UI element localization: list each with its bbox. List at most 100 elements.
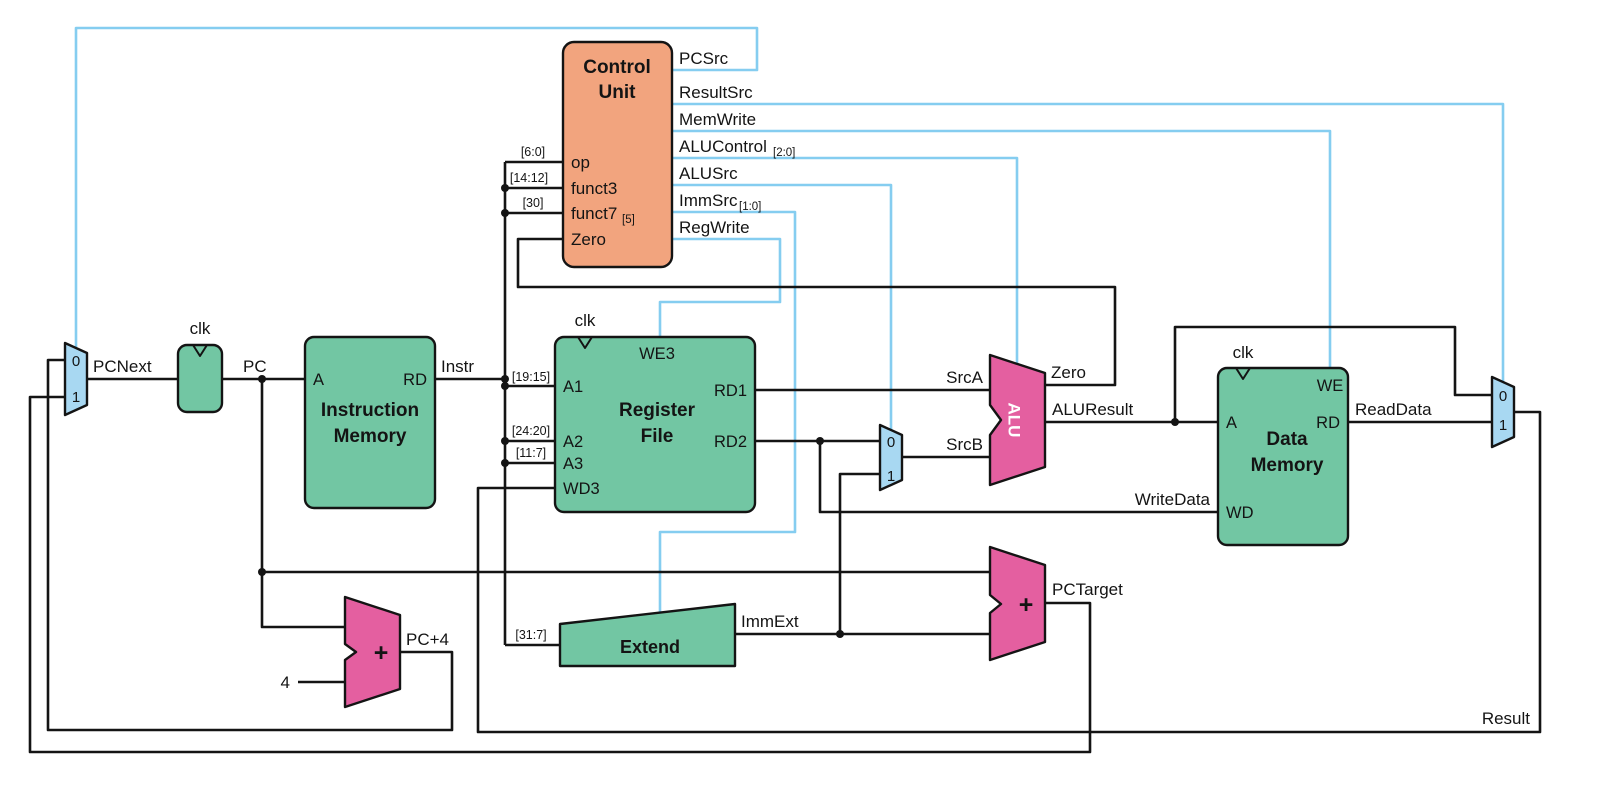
junction-dot — [501, 437, 509, 445]
junction-dot — [258, 375, 266, 383]
wire-pctarget — [28, 395, 1092, 754]
pin-imem-a: A — [313, 371, 324, 389]
control-unit-block — [561, 40, 674, 269]
label-pc: PC — [243, 357, 267, 376]
result-mux — [1490, 375, 1516, 449]
junction-dot — [501, 375, 509, 383]
wire-writedata — [818, 441, 1218, 514]
pin-funct7: funct7 — [571, 204, 617, 223]
pcnext-mux-input-1: 1 — [72, 389, 80, 406]
pin-imem-rd: RD — [403, 371, 427, 389]
label-instr: Instr — [441, 357, 474, 376]
wire-pc-branch-to-adders — [260, 379, 345, 629]
label-srca: SrcA — [946, 368, 984, 387]
pcnext-mux — [63, 341, 89, 417]
result-mux-input-1: 1 — [1499, 417, 1507, 434]
register-file-block — [553, 335, 757, 514]
label-alusrc: ALUSrc — [679, 164, 738, 183]
instruction-memory-title-line2: Memory — [334, 426, 407, 447]
result-mux-input-0: 0 — [1499, 388, 1507, 405]
labels: Control Unit PCSrc ResultSrc MemWrite AL… — [72, 49, 1530, 728]
label-aluresult: ALUResult — [1052, 400, 1134, 419]
pin-funct3: funct3 — [571, 179, 617, 198]
srcb-mux-input-0: 0 — [887, 434, 895, 451]
label-clk-pc: clk — [190, 319, 211, 338]
data-memory-block — [1216, 366, 1350, 547]
pin-dmem-a: A — [1226, 414, 1237, 432]
clock-edge-triangle-datamem-icon — [1235, 367, 1251, 380]
label-srcb: SrcB — [946, 435, 983, 454]
label-alucontrol: ALUControl — [679, 137, 767, 156]
pin-rd1: RD1 — [714, 382, 747, 400]
label-readdata: ReadData — [1355, 400, 1432, 419]
alu-title: ALU — [1005, 403, 1024, 438]
junction-dot — [501, 459, 509, 467]
pin-zero-input: Zero — [571, 230, 606, 249]
control-unit-title-line1: Control — [583, 57, 651, 78]
label-zero: Zero — [1051, 363, 1086, 382]
junction-dots — [258, 184, 1179, 638]
instruction-memory-block — [303, 335, 437, 510]
wire-regwrite — [658, 237, 782, 337]
label-writedata: WriteData — [1135, 490, 1211, 509]
slice-imm: [31:7] — [515, 628, 546, 642]
label-pcplus4: PC+4 — [406, 630, 449, 649]
label-pcsrc: PCSrc — [679, 49, 729, 68]
label-alucontrol-subscript: [2:0] — [773, 147, 795, 159]
wire-result — [476, 410, 1542, 734]
label-clk-regfile: clk — [575, 311, 596, 330]
pin-dmem-rd: RD — [1316, 414, 1340, 432]
wire-memwrite — [672, 129, 1332, 368]
pin-wd3: WD3 — [563, 480, 600, 498]
data-memory-title-line2: Memory — [1251, 455, 1324, 476]
srcb-mux-input-1: 1 — [887, 468, 895, 485]
label-immsrc-subscript: [1:0] — [739, 201, 761, 213]
register-file-title-line2: File — [641, 426, 674, 447]
label-pcnext: PCNext — [93, 357, 152, 376]
junction-dot — [1171, 418, 1179, 426]
label-clk-datamem: clk — [1233, 343, 1254, 362]
slice-a1: [19:15] — [512, 370, 550, 384]
pin-a2: A2 — [563, 433, 583, 451]
label-immext: ImmExt — [741, 612, 799, 631]
pin-funct7-subscript: [5] — [622, 214, 635, 226]
pin-we3: WE3 — [639, 345, 675, 363]
pctarget-adder — [988, 545, 1047, 662]
clock-edge-triangle-pc-icon — [192, 344, 208, 357]
control-wires — [74, 26, 1505, 613]
label-memwrite: MemWrite — [679, 110, 756, 129]
wire-immsrc — [658, 210, 797, 613]
wire-zero-feedback — [516, 237, 1117, 387]
pcplus4-adder — [343, 595, 402, 709]
junction-dot — [501, 184, 509, 192]
junction-dot — [258, 568, 266, 576]
wire-immext-to-srcb-mux — [838, 472, 880, 634]
slice-a2: [24:20] — [512, 424, 550, 438]
slice-op: [6:0] — [521, 145, 545, 159]
pin-dmem-we: WE — [1317, 377, 1344, 395]
pin-a3: A3 — [563, 455, 583, 473]
data-memory-title-line1: Data — [1266, 429, 1308, 450]
label-regwrite: RegWrite — [679, 218, 750, 237]
wire-resultsrc — [672, 102, 1505, 382]
clock-edge-triangle-regfile-icon — [577, 336, 593, 349]
wire-alucontrol — [672, 156, 1019, 364]
junction-dot — [501, 209, 509, 217]
slice-funct7: [30] — [523, 196, 544, 210]
pin-dmem-wd: WD — [1226, 504, 1254, 522]
label-resultsrc: ResultSrc — [679, 83, 753, 102]
pin-op: op — [571, 153, 590, 172]
instruction-memory-title-line1: Instruction — [321, 400, 419, 421]
pcplus4-adder-plus: + — [374, 639, 389, 667]
wire-alusrc — [672, 183, 893, 430]
slice-funct3: [14:12] — [510, 171, 548, 185]
extend-title: Extend — [620, 637, 680, 657]
srcb-mux — [878, 423, 904, 492]
label-immsrc: ImmSrc — [679, 191, 738, 210]
blocks — [63, 40, 1516, 709]
slice-a3: [11:7] — [516, 446, 546, 460]
control-unit-title-line2: Unit — [599, 82, 637, 103]
alu-block — [988, 353, 1047, 487]
